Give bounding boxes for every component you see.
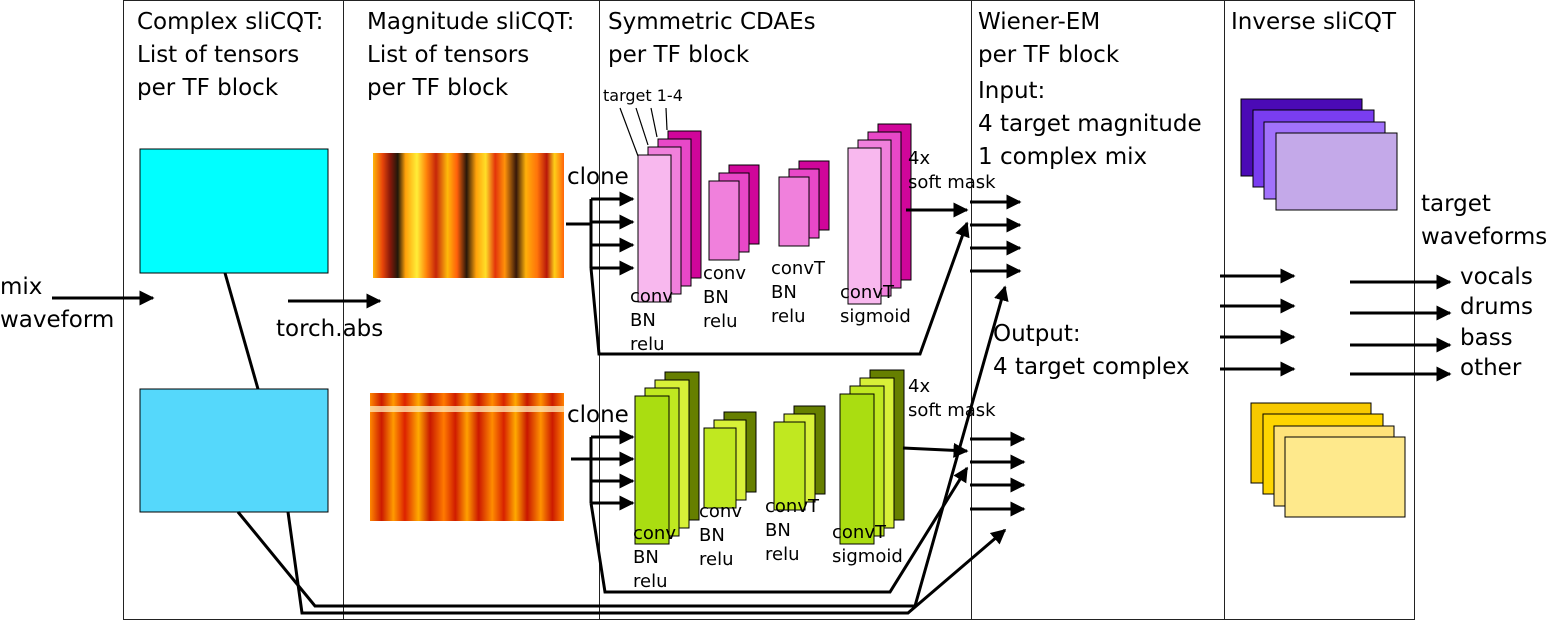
soft-mask-label-2: soft mask: [908, 400, 996, 421]
layer-1-label-3: relu: [633, 571, 668, 592]
column-title-magnitude-3: per TF block: [367, 75, 509, 101]
soft-mask-count-1: 4x: [908, 148, 930, 169]
wiener-arrows-1: [970, 194, 1022, 279]
layer-labels-top: conv BN relu conv BN relu convT BN relu …: [630, 258, 911, 355]
column-title-magnitude-1: Magnitude sliCQT:: [367, 9, 574, 35]
layer-1-label-1: conv: [633, 523, 676, 544]
spectrogram-2: [370, 393, 564, 521]
clone-arrows-1: [566, 191, 635, 276]
top-4-layer-rect: [847, 147, 882, 305]
top-1-layer-rect: [637, 154, 672, 303]
output-arrows: [1350, 274, 1452, 382]
column-title-wiener-1: Wiener-EM: [978, 9, 1100, 35]
target-vocals: vocals: [1460, 264, 1533, 290]
layer-1-label-1: conv: [630, 286, 673, 307]
wiener-output-line-1: 4 target complex: [993, 354, 1190, 380]
target-label: target 1-4: [603, 86, 683, 105]
layer-1-label-2: BN: [633, 547, 659, 568]
layer-3-label-3: relu: [771, 306, 806, 327]
bottom-3-layer-rect: [773, 421, 806, 511]
column-title-magnitude-2: List of tensors: [367, 42, 529, 68]
column-titles: Complex sliCQT: List of tensors per TF b…: [137, 9, 1397, 101]
complex-block-1: [139, 148, 329, 274]
column-title-wiener-2: per TF block: [978, 42, 1120, 68]
wiener-output-title: Output:: [993, 321, 1081, 347]
torch-abs-label: torch.abs: [276, 316, 383, 342]
layer-3-label-1: convT: [771, 258, 826, 279]
target-other: other: [1460, 355, 1522, 381]
layer-4-label-2: sigmoid: [840, 306, 911, 327]
input-label-waveform: waveform: [0, 307, 114, 333]
column-title-inverse: Inverse sliCQT: [1231, 9, 1397, 35]
layer-1-label-3: relu: [630, 334, 665, 355]
column-title-complex-3: per TF block: [137, 75, 279, 101]
layer-3-label-2: BN: [765, 520, 791, 541]
clone-label-1: clone: [567, 164, 629, 190]
bottom-4-layer-rect: [839, 393, 875, 545]
column-title-cdae-1: Symmetric CDAEs: [608, 9, 816, 35]
top-3-layer-rect: [778, 176, 810, 247]
mix-routing-lines: [223, 221, 1009, 615]
bottom-2-layer-rect: [703, 427, 737, 509]
wiener-arrows-2: [970, 431, 1026, 517]
layer-4-label-1: convT: [840, 282, 895, 303]
soft-mask-arrow-2: [902, 442, 969, 458]
inverse-input-arrows: [1220, 268, 1296, 377]
target-drums: drums: [1460, 294, 1533, 320]
inverse-yellow-rect: [1284, 436, 1406, 518]
target-bass: bass: [1460, 325, 1513, 351]
layer-2-label-2: BN: [699, 525, 725, 546]
column-title-cdae-2: per TF block: [608, 42, 750, 68]
clone-label-2: clone: [567, 402, 629, 428]
target-waveforms-label-1: target: [1421, 191, 1491, 217]
complex-block-2: [139, 388, 329, 513]
wiener-input-title: Input:: [978, 78, 1045, 104]
top-2-layer-rect: [708, 180, 740, 261]
soft-mask-label-1: soft mask: [908, 172, 996, 193]
spectrogram-1: [373, 153, 564, 278]
layer-3-label-1: convT: [765, 496, 820, 517]
layer-2-label-3: relu: [703, 311, 738, 332]
layer-3-label-2: BN: [771, 282, 797, 303]
inverse-purple-rect: [1275, 132, 1398, 211]
layer-2-label-1: conv: [703, 263, 746, 284]
bottom-1-layer-rect: [634, 395, 670, 545]
column-dividers: [123, 0, 1415, 620]
target-callout-lines: [619, 107, 668, 157]
layer-1-label-2: BN: [630, 310, 656, 331]
layer-2-label-2: BN: [703, 287, 729, 308]
inverse-sliqt-stacks: [1240, 98, 1406, 518]
wiener-input-line-1: 4 target magnitude: [978, 111, 1202, 137]
input-label-mix: mix: [0, 274, 42, 300]
cdae-layer-stacks: [634, 123, 912, 545]
layer-4-label-2: sigmoid: [832, 546, 903, 567]
wiener-input-line-2: 1 complex mix: [978, 144, 1147, 170]
layer-2-label-1: conv: [699, 501, 742, 522]
soft-mask-count-2: 4x: [908, 376, 930, 397]
clone-arrows-2: [571, 429, 635, 511]
target-waveforms-label-2: waveforms: [1421, 224, 1547, 250]
layer-labels-bottom: conv BN relu conv BN relu convT BN relu …: [633, 496, 903, 592]
column-title-complex-2: List of tensors: [137, 42, 299, 68]
column-title-complex-1: Complex sliCQT:: [137, 9, 323, 35]
layer-2-label-3: relu: [699, 549, 734, 570]
layer-3-label-3: relu: [765, 544, 800, 565]
layer-4-label-1: convT: [832, 522, 887, 543]
